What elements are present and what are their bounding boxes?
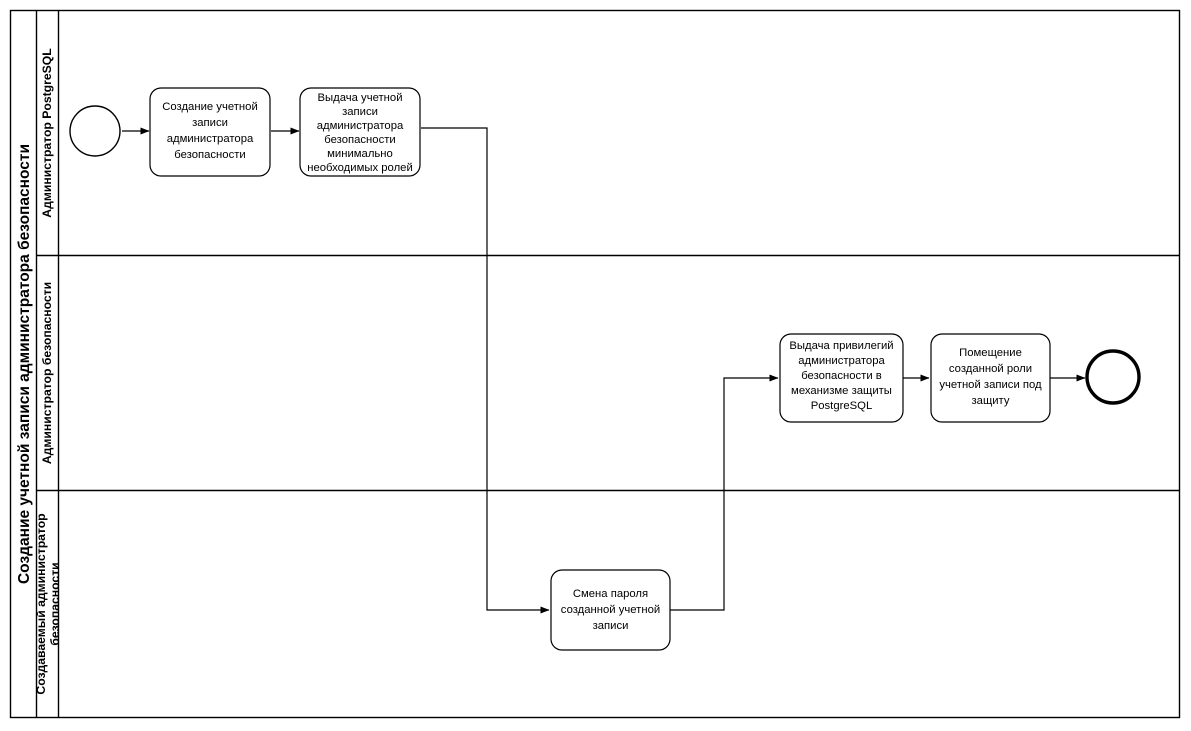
task-create-account-line-1: Создание учетной — [162, 101, 258, 113]
lane-label-security-admin: Администратор безопасности — [40, 282, 54, 464]
task-change-password-line-2: созданной учетной — [561, 604, 660, 616]
task-grant-privileges[interactable]: Выдача привилегий администратора безопас… — [779, 333, 904, 423]
task-create-account-line-3: администратора — [167, 133, 254, 145]
task-grant-privileges-line-5: PostgreSQL — [811, 400, 873, 412]
sequence-flows — [122, 127, 1086, 614]
task-create-account[interactable]: Создание учетной записи администратора б… — [149, 87, 271, 177]
lane-label-postgres-admin: Администратор PostgreSQL — [40, 48, 54, 218]
task-grant-privileges-line-2: администратора — [798, 355, 885, 367]
task-create-account-line-2: записи — [192, 117, 228, 129]
end-event-circle[interactable] — [1085, 349, 1141, 405]
task-grant-minimal-roles-line-1: Выдача учетной — [317, 92, 402, 104]
task-protect-role-line-2: созданной роли — [949, 363, 1032, 375]
lane-label-postgres-admin-text: Администратор PostgreSQL — [40, 48, 54, 218]
task-protect-role-line-4: защиту — [971, 395, 1009, 407]
pool-title-text: Создание учетной записи администратора б… — [16, 144, 33, 584]
task-change-password-line-1: Смена пароля — [573, 588, 648, 600]
task-change-password[interactable]: Смена пароля созданной учетной записи — [550, 569, 671, 651]
flow-grant-roles-to-change-password — [421, 127, 550, 614]
task-grant-minimal-roles-line-5: минимально — [327, 148, 393, 160]
task-protect-role-line-3: учетной записи под — [939, 379, 1042, 391]
lane-label-created-admin: Создаваемый администратор безопасности — [34, 513, 62, 694]
task-protect-role-box[interactable] — [930, 333, 1051, 423]
task-protect-role[interactable]: Помещение созданной роли учетной записи … — [930, 333, 1051, 423]
task-change-password-line-3: записи — [593, 620, 629, 632]
lane-label-created-admin-line1: Создаваемый администратор — [34, 513, 48, 694]
task-grant-minimal-roles[interactable]: Выдача учетной записи администратора без… — [299, 87, 421, 177]
task-grant-privileges-line-3: безопасности в — [801, 370, 882, 382]
start-event-circle[interactable] — [69, 105, 121, 157]
task-grant-privileges-line-4: механизме защиты — [791, 385, 892, 397]
task-create-account-box[interactable] — [149, 87, 271, 177]
start-event[interactable] — [69, 105, 121, 157]
flow-change-password-to-grant-privileges — [670, 374, 779, 611]
task-grant-minimal-roles-line-2: записи — [342, 106, 378, 118]
lane-label-created-admin-line2: безопасности — [48, 562, 62, 645]
task-change-password-box[interactable] — [550, 569, 671, 651]
task-grant-minimal-roles-line-4: безопасности — [324, 134, 395, 146]
task-create-account-line-4: безопасности — [174, 149, 245, 161]
task-grant-minimal-roles-box[interactable] — [299, 87, 421, 177]
task-grant-minimal-roles-line-6: необходимых ролей — [307, 162, 413, 174]
lane-label-security-admin-text: Администратор безопасности — [40, 282, 54, 464]
end-event[interactable] — [1085, 349, 1141, 405]
task-protect-role-line-1: Помещение — [959, 347, 1022, 359]
task-grant-privileges-line-1: Выдача привилегий — [789, 340, 893, 352]
pool-title: Создание учетной записи администратора б… — [16, 144, 33, 584]
pool-outer-border — [9, 9, 1181, 719]
task-grant-minimal-roles-line-3: администратора — [317, 120, 404, 132]
task-grant-privileges-box[interactable] — [779, 333, 904, 423]
pool-frame — [9, 9, 1181, 719]
